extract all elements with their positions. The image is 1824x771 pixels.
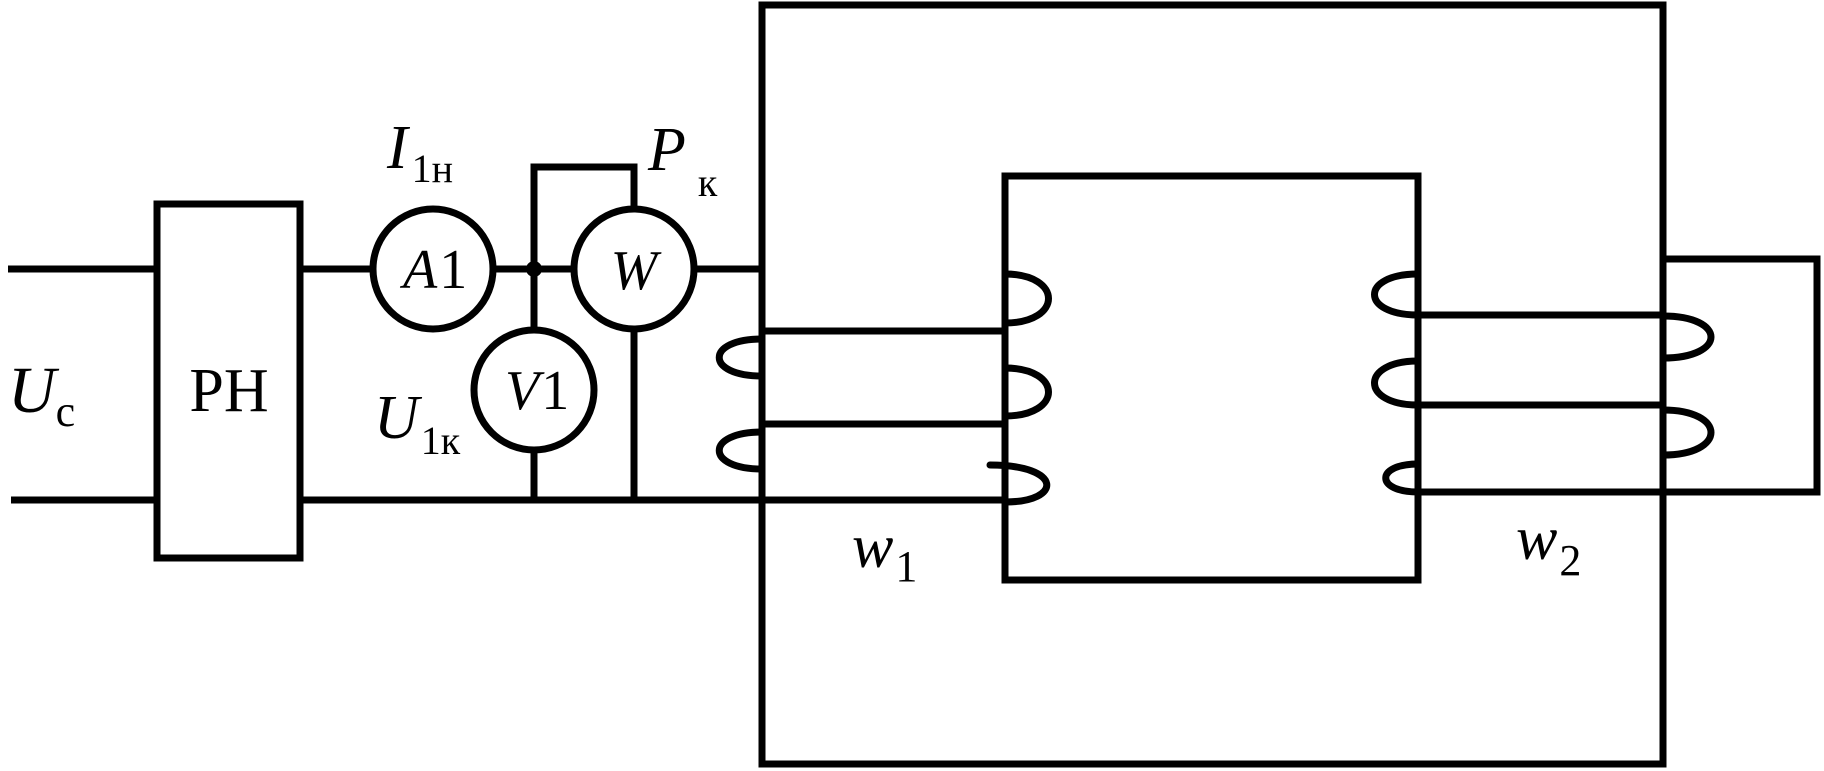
primary-winding — [716, 270, 1052, 506]
regulator-box — [153, 200, 304, 562]
primary-winding-label: w1 — [852, 513, 917, 591]
secondary-winding — [1371, 270, 1715, 496]
wattmeter-letter: W — [611, 240, 662, 302]
regulator-label: РН — [189, 357, 268, 425]
ammeter-circle — [369, 205, 497, 333]
voltmeter-letter: V1 — [505, 360, 569, 422]
voltmeter-caption: U1к — [374, 384, 461, 463]
wattmeter-circle — [570, 205, 698, 333]
secondary-short-circuit — [1663, 255, 1821, 496]
voltmeter-circle — [470, 326, 598, 454]
transformer-outer-core — [758, 1, 1667, 768]
wattmeter-voltage-loop — [530, 163, 638, 269]
source-voltage-label: Uс — [8, 354, 75, 436]
ammeter-letter: A1 — [399, 239, 467, 301]
secondary-winding-label: w2 — [1516, 505, 1581, 585]
transformer-core-window — [1001, 172, 1422, 584]
